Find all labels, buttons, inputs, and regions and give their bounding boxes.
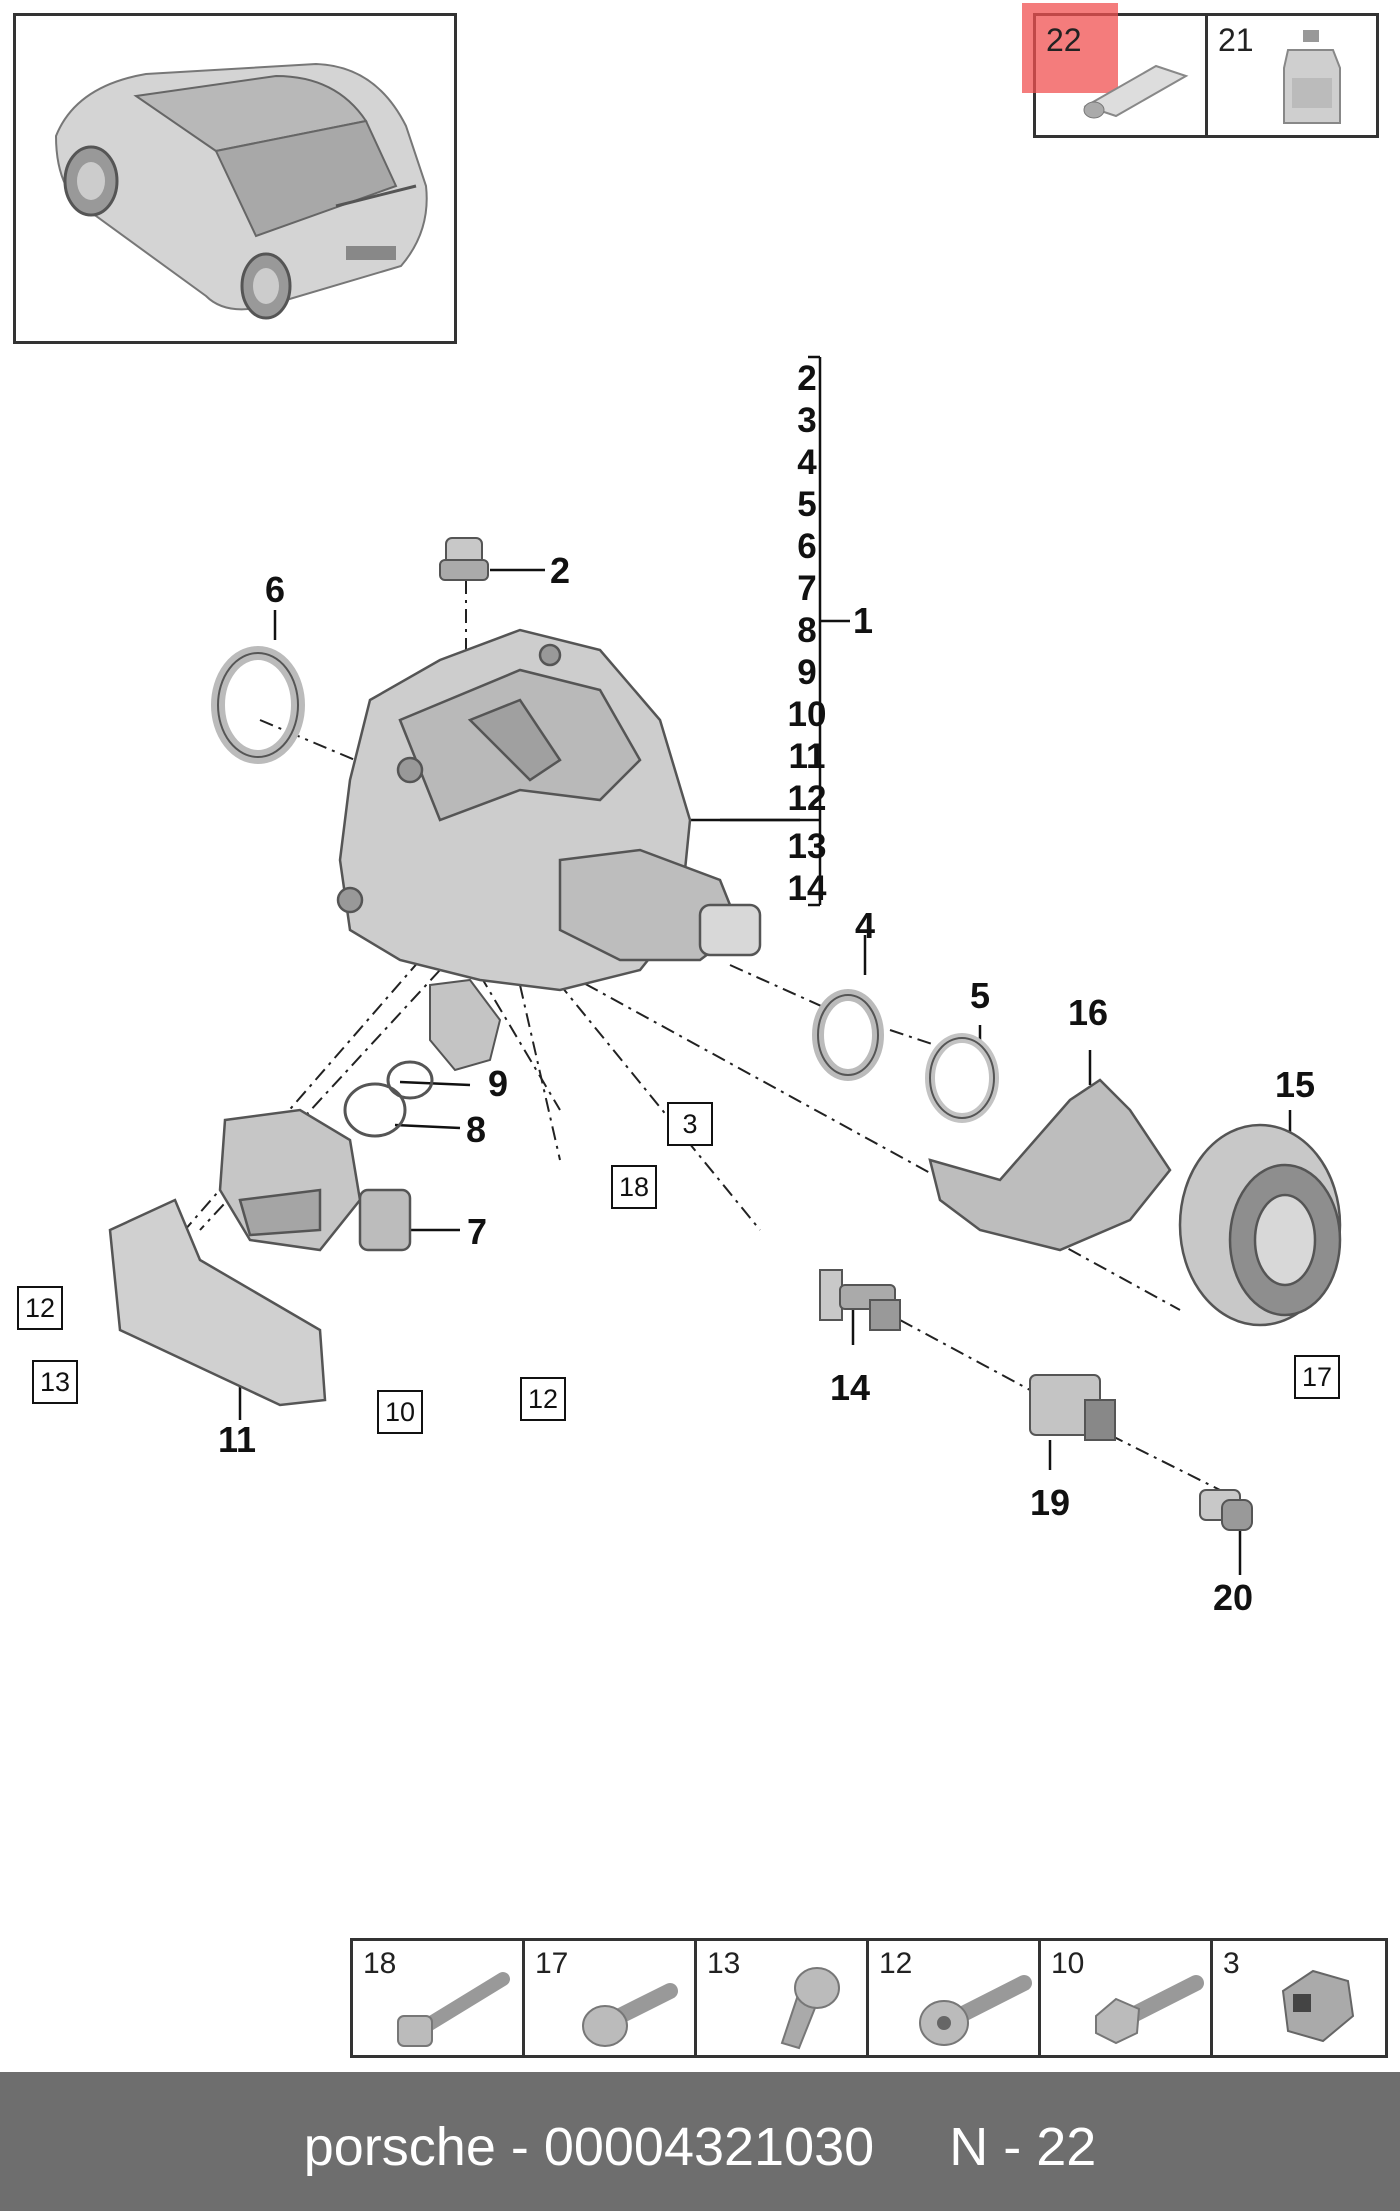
part-6-seal	[211, 646, 305, 764]
callout-11[interactable]: 11	[218, 1419, 257, 1460]
kit-bracket	[808, 355, 850, 907]
kit-list-item: 9	[797, 653, 817, 692]
callout-1[interactable]: 1	[853, 600, 874, 641]
kit-item-grease[interactable]: 22	[1022, 3, 1208, 135]
part-11-shield-plate	[108, 1198, 327, 1407]
ref-box-13[interactable]: 13	[32, 1360, 78, 1404]
hardware-number: 3	[1223, 1947, 1240, 1980]
accessory-kit-frame: 22 21	[1022, 3, 1379, 138]
callout-15[interactable]: 15	[1275, 1064, 1316, 1105]
part-2-plug	[439, 537, 489, 581]
callout-16[interactable]: 16	[1068, 992, 1109, 1033]
flange-bolt-icon	[1095, 1975, 1204, 2045]
hardware-item-12[interactable]: 12	[869, 1941, 1041, 2055]
pump-housing	[429, 978, 502, 1072]
nut-icon	[1281, 1969, 1355, 2043]
part-8-oring	[343, 1082, 407, 1138]
kit-list-item: 13	[787, 827, 827, 866]
kit-list-item: 8	[797, 611, 817, 650]
callout-19[interactable]: 19	[1030, 1482, 1071, 1523]
kit-item-oil[interactable]: 21	[1208, 16, 1376, 135]
part-5-ring	[925, 1033, 999, 1123]
vehicle-overview-frame	[13, 13, 457, 344]
screw-icon	[780, 1967, 840, 2050]
highlight-marker	[1022, 3, 1118, 93]
part-14-sensor	[819, 1269, 901, 1331]
hardware-item-18[interactable]: 18	[353, 1941, 525, 2055]
hardware-number: 17	[535, 1947, 569, 1980]
ref-box-10[interactable]: 10	[377, 1390, 423, 1434]
ref-box-18[interactable]: 18	[611, 1165, 657, 1209]
kit-list-item: 11	[788, 737, 826, 776]
callout-9[interactable]: 9	[488, 1063, 509, 1104]
hardware-item-13[interactable]: 13	[697, 1941, 869, 2055]
callout-2[interactable]: 2	[550, 550, 571, 591]
part-1-transfer-case-housing	[336, 628, 762, 992]
callout-8[interactable]: 8	[466, 1109, 487, 1150]
kit-list-item: 14	[787, 869, 827, 908]
part-9-oring	[386, 1060, 434, 1100]
hardware-number: 13	[707, 1947, 741, 1980]
vehicle-illustration	[54, 62, 428, 320]
part-15-drum	[1178, 1123, 1342, 1327]
ref-box-3[interactable]: 3	[667, 1102, 713, 1146]
kit-list-item: 2	[797, 359, 817, 398]
oil-bottle-icon	[1283, 30, 1341, 124]
hardware-table: 18 17 13 12 10 3	[350, 1938, 1388, 2058]
callout-5[interactable]: 5	[970, 975, 991, 1016]
callout-20[interactable]: 20	[1213, 1577, 1254, 1618]
grease-tube-icon	[1083, 64, 1189, 119]
part-20-plug	[1199, 1489, 1253, 1531]
long-bolt-icon	[397, 1972, 510, 2047]
part-19-connector	[1029, 1374, 1116, 1441]
part-4-seal	[812, 989, 884, 1081]
hardware-item-10[interactable]: 10	[1041, 1941, 1213, 2055]
hex-socket-bolt-icon	[919, 1975, 1032, 2046]
callout-4[interactable]: 4	[855, 905, 876, 946]
callout-6[interactable]: 6	[265, 569, 286, 610]
kit-list-item: 12	[787, 779, 827, 818]
hardware-item-3[interactable]: 3	[1213, 1941, 1385, 2055]
exploded-parts-diagram	[108, 355, 1342, 1575]
kit-list-item: 4	[797, 443, 817, 482]
ref-box-12[interactable]: 12	[520, 1377, 566, 1421]
ref-box-12[interactable]: 12	[17, 1286, 63, 1330]
leader-lines	[238, 568, 1292, 1575]
kit-list-item: 7	[797, 569, 817, 608]
part-7-actuator-motor	[218, 1108, 412, 1252]
footer-part-number: porsche - 00004321030 N - 22	[303, 2117, 1097, 2177]
callout-14[interactable]: 14	[830, 1367, 871, 1408]
torx-bolt-icon	[582, 1983, 678, 2047]
kit-list-item: 10	[787, 695, 827, 734]
kit-list-item: 3	[797, 401, 817, 440]
kit-list-item: 6	[797, 527, 817, 566]
ref-box-17[interactable]: 17	[1294, 1355, 1340, 1399]
hardware-number: 12	[879, 1947, 913, 1980]
hardware-item-17[interactable]: 17	[525, 1941, 697, 2055]
kit-list-item: 5	[797, 485, 817, 524]
callout-7[interactable]: 7	[467, 1211, 488, 1252]
footer-bar: porsche - 00004321030 N - 22	[0, 2072, 1400, 2211]
hardware-number: 18	[363, 1947, 397, 1980]
kit-item-number: 22	[1046, 22, 1082, 58]
part-16-heat-shield	[928, 1078, 1172, 1252]
kit-item-number: 21	[1218, 22, 1254, 58]
hardware-number: 10	[1051, 1947, 1085, 1980]
